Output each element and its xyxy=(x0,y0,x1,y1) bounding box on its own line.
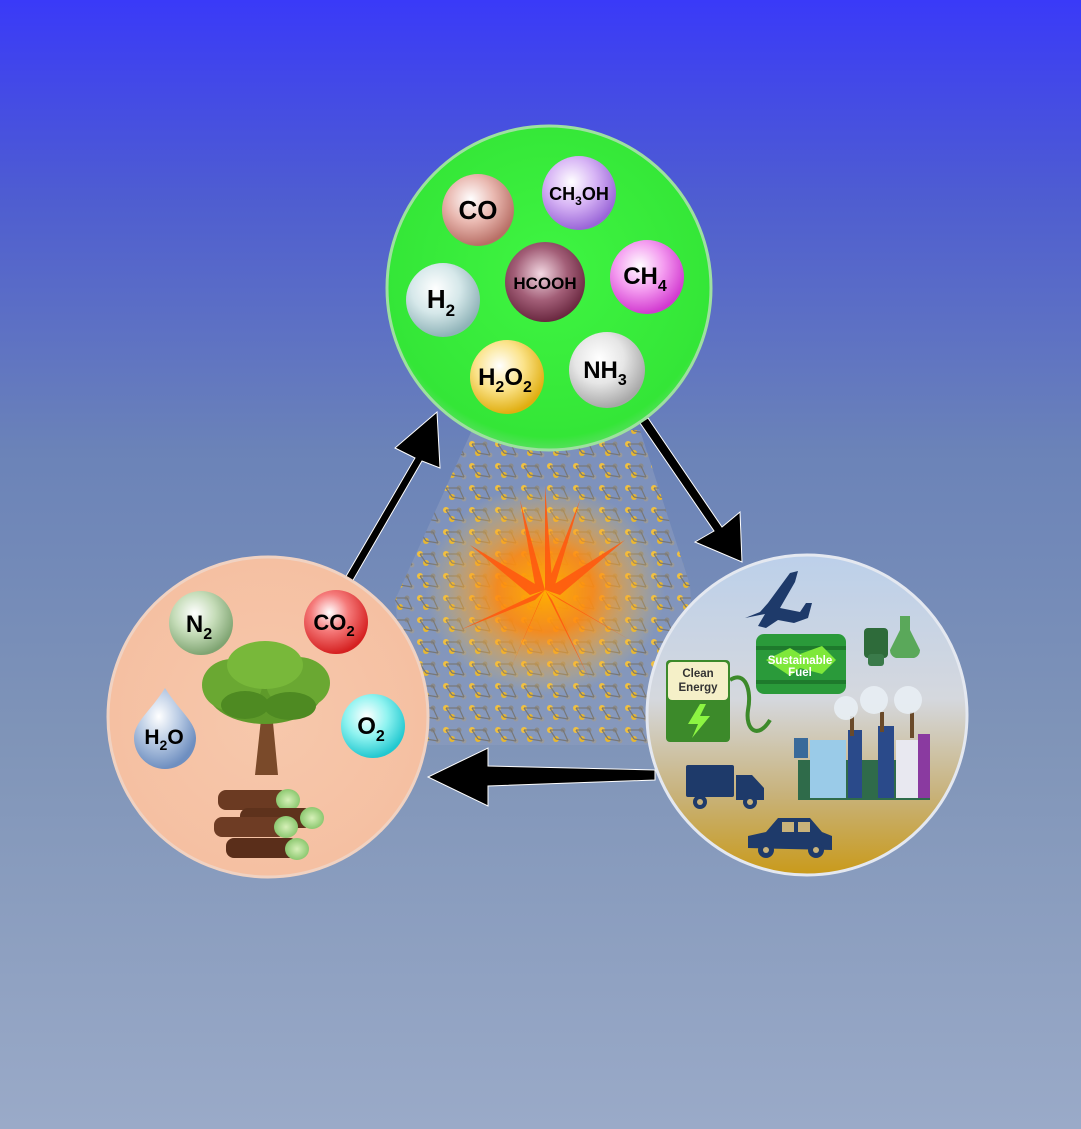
molecule-co2: CO2 xyxy=(304,590,368,654)
sustainable-fuel-barrel: Sustainable Fuel xyxy=(756,634,846,694)
hcooh-label: HCOOH xyxy=(513,274,576,293)
molecule-o2: O2 xyxy=(341,694,405,758)
molecule-hcooh: HCOOH xyxy=(505,242,585,322)
airplane-icon xyxy=(745,571,812,628)
truck-icon xyxy=(686,765,764,809)
cycle-arrows xyxy=(344,410,743,807)
logs-icon xyxy=(214,789,324,860)
svg-text:N2: N2 xyxy=(186,611,212,643)
svg-text:H2O2: H2O2 xyxy=(478,364,532,396)
svg-text:O2: O2 xyxy=(357,713,385,745)
molecule-n2: N2 xyxy=(169,591,233,655)
tree-icon xyxy=(202,641,330,775)
fuel-label-line1: Sustainable xyxy=(768,655,833,667)
lightning-icon xyxy=(688,704,710,738)
molecule-co: CO xyxy=(442,174,514,246)
water-drop-icon: H2O xyxy=(134,688,196,769)
factory-icon xyxy=(794,686,930,800)
svg-text:CH3OH: CH3OH xyxy=(549,184,609,208)
molecule-h2: H2 xyxy=(406,263,480,337)
molecule-nh3: NH3 xyxy=(569,332,645,408)
svg-text:H2: H2 xyxy=(427,284,455,320)
arrow-products-to-apps xyxy=(639,417,743,563)
svg-text:CO2: CO2 xyxy=(313,610,354,640)
molecule-ch4: CH4 xyxy=(610,240,684,314)
burst-rays xyxy=(460,485,630,680)
fuel-label-line2: Fuel xyxy=(788,667,812,679)
svg-text:H2O: H2O xyxy=(144,726,183,753)
fuel-pump-icon: Clean Energy xyxy=(666,660,772,742)
catalyst-lattice xyxy=(395,430,700,745)
svg-text:CH4: CH4 xyxy=(623,263,667,295)
co-label: CO xyxy=(459,195,498,225)
car-icon xyxy=(748,818,832,858)
arrow-apps-to-nature xyxy=(426,747,656,807)
flask-icon xyxy=(864,616,921,666)
clean-energy-line1: Clean xyxy=(682,668,713,680)
svg-text:CO: CO xyxy=(459,195,498,225)
svg-text:HCOOH: HCOOH xyxy=(513,274,576,293)
svg-text:NH3: NH3 xyxy=(583,357,627,389)
applications-circle: Sustainable Fuel Clean Energy xyxy=(645,553,969,877)
clean-energy-line2: Energy xyxy=(679,682,719,694)
molecule-ch3oh: CH3OH xyxy=(542,156,616,230)
arrow-nature-to-products xyxy=(344,410,441,583)
nature-circle: N2 CO2 H2O O2 xyxy=(106,555,430,879)
molecule-h2o2: H2O2 xyxy=(470,340,544,414)
products-circle: CO CH3OH HCOOH CH4 H2 H2O2 NH3 xyxy=(385,124,713,452)
